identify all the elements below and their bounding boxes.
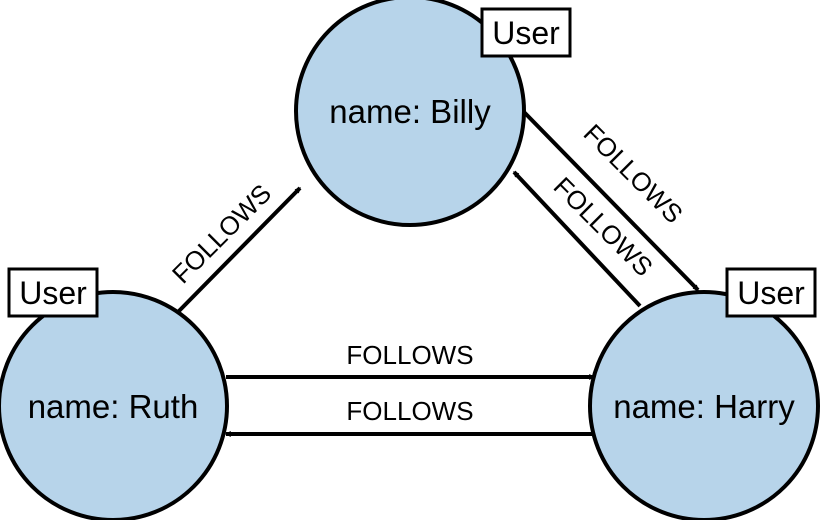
edge-label: FOLLOWS (166, 178, 277, 289)
node-circle (294, 0, 526, 227)
edge-billy-to-harry: FOLLOWS (520, 108, 700, 292)
node-label: User (737, 275, 805, 311)
edge-label: FOLLOWS (346, 340, 473, 370)
node-billy: name: Billy User (294, 0, 572, 227)
node-label-badge: User (480, 7, 572, 58)
edge-ruth-to-harry: FOLLOWS (226, 340, 596, 380)
node-name: name: Ruth (28, 388, 199, 425)
edge-line (176, 186, 302, 314)
edge-line (520, 108, 700, 292)
edge-ruth-to-billy: FOLLOWS (166, 178, 302, 314)
node-name: name: Harry (613, 388, 795, 425)
edge-label: FOLLOWS (346, 396, 473, 426)
edge-harry-to-ruth: FOLLOWS (224, 396, 594, 437)
node-label: User (492, 15, 560, 51)
node-label-badge: User (725, 267, 817, 318)
node-label: User (19, 275, 87, 311)
node-circle (588, 290, 820, 520)
node-label-badge: User (7, 267, 99, 318)
node-circle (0, 290, 229, 520)
edge-line (512, 170, 642, 308)
node-name: name: Billy (329, 93, 491, 130)
node-ruth: name: Ruth User (0, 267, 229, 520)
node-harry: name: Harry User (588, 267, 820, 520)
